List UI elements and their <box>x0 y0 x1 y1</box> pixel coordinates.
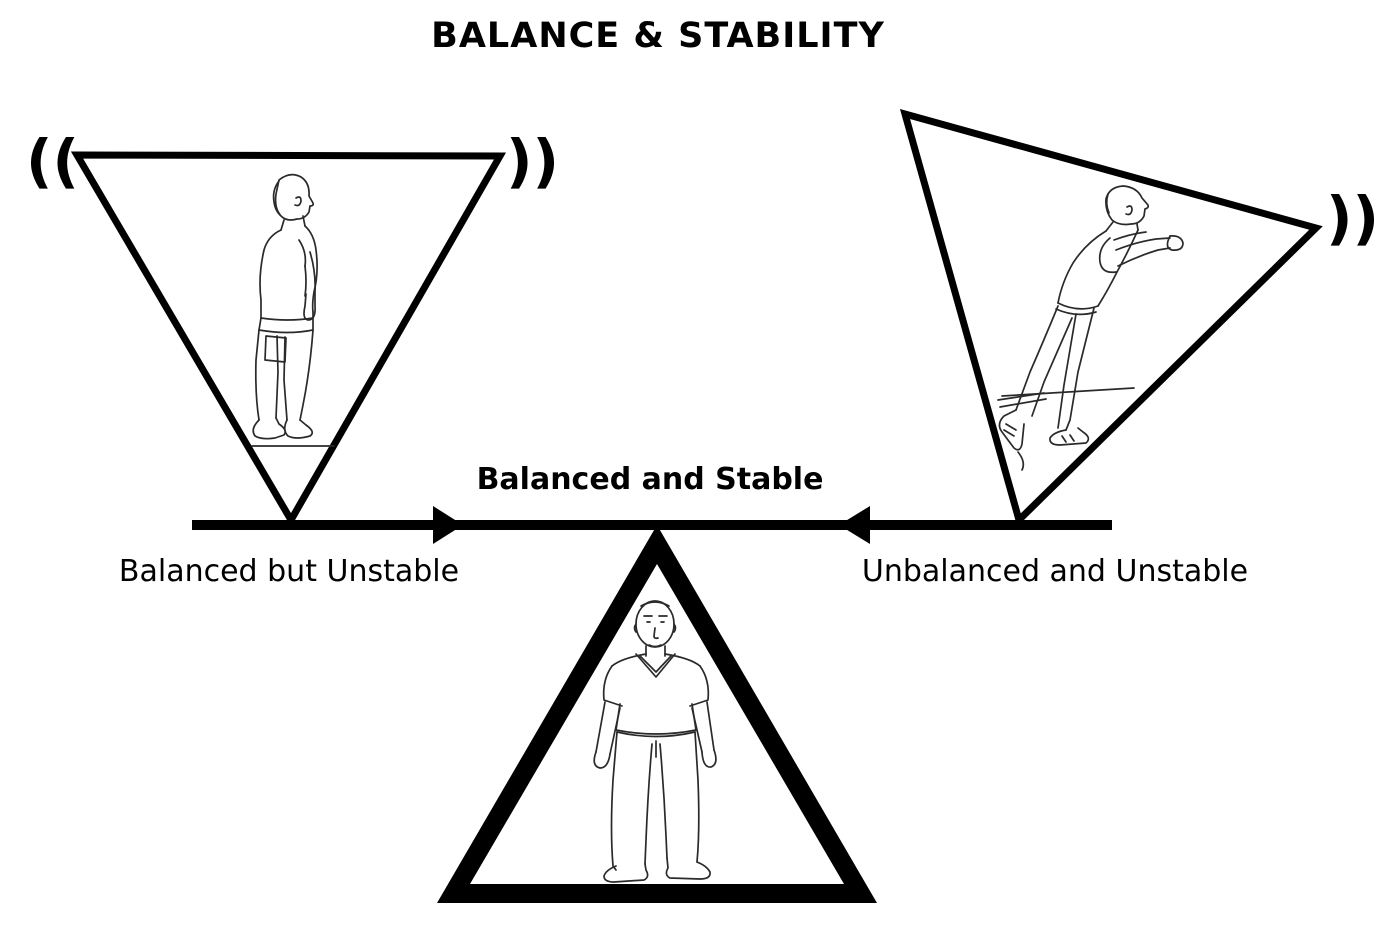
diagram-title: BALANCE & STABILITY <box>431 16 885 56</box>
wobble-marks-tipping-icon: )) <box>1326 184 1379 252</box>
label-balanced-and-stable: Balanced and Stable <box>476 462 824 497</box>
ground-line <box>1001 387 1135 397</box>
tilted-triangle-right <box>899 108 1323 527</box>
label-unbalanced-and-unstable: Unbalanced and Unstable <box>861 554 1249 589</box>
standing-man-front-figure <box>593 600 717 883</box>
wobble-marks-right-icon: )) <box>506 127 559 195</box>
stable-triangle-bottom <box>437 525 877 903</box>
falling-man-figure <box>997 185 1184 471</box>
right-arrowhead-icon <box>433 506 463 544</box>
inverted-triangle-left <box>70 151 507 527</box>
left-arrowhead-icon <box>839 506 870 544</box>
label-balanced-but-unstable: Balanced but Unstable <box>118 554 460 589</box>
standing-man-profile-figure <box>251 173 335 447</box>
wobble-marks-left-icon: (( <box>26 127 79 195</box>
